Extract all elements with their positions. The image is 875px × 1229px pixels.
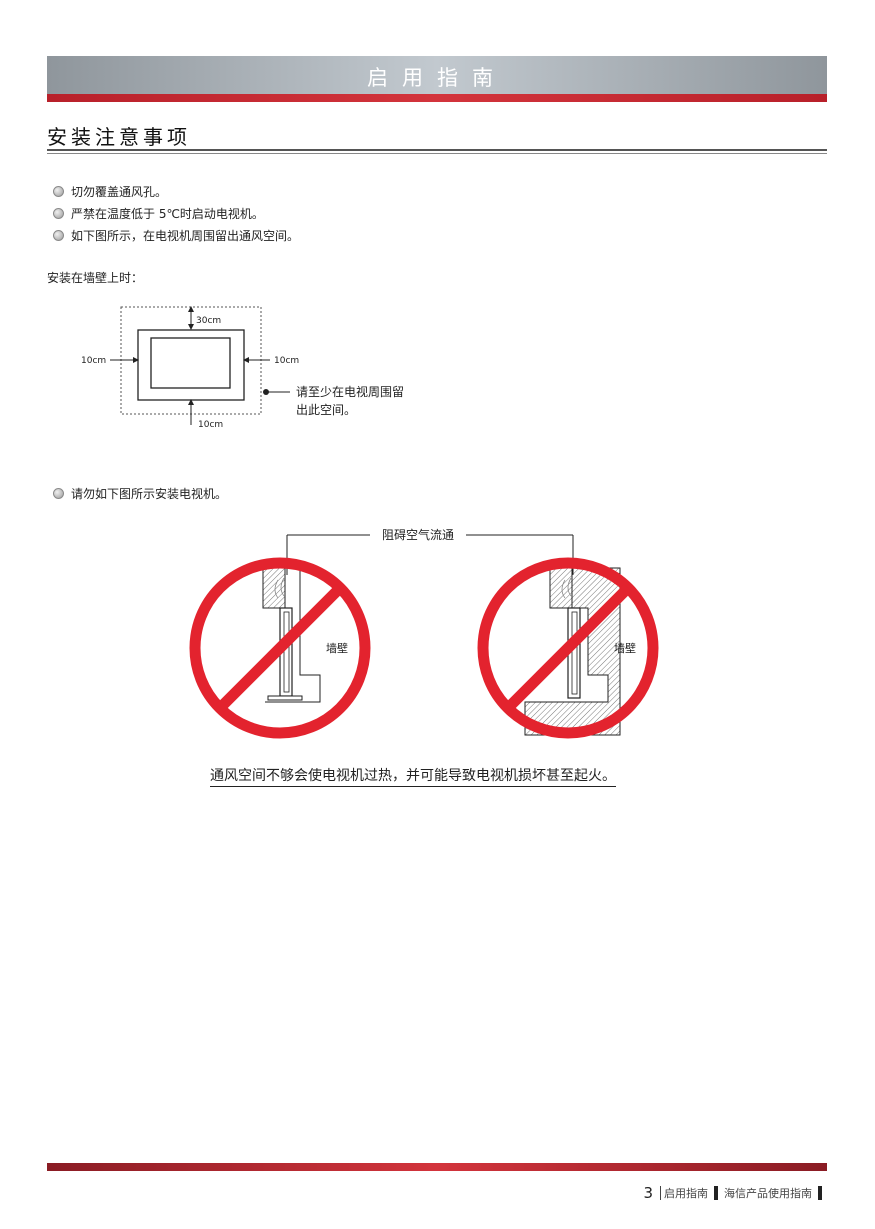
bullet-item: 如下图所示，在电视机周围留出通风空间。 (53, 227, 299, 244)
prohibited-installation-diagram: 阻碍空气流通 墙壁 墙壁 (189, 527, 659, 739)
bullet-text: 严禁在温度低于 5℃时启动电视机。 (71, 207, 264, 221)
wall-recess-right (524, 567, 621, 736)
section-rule-thin (47, 153, 827, 154)
wall-label-right: 墙壁 (614, 641, 636, 655)
bullet-item: 严禁在温度低于 5℃时启动电视机。 (53, 205, 264, 222)
bottom-arrow-head (188, 399, 194, 405)
section-title: 安装注意事项 (47, 125, 191, 149)
heat-icon-right (561, 577, 572, 599)
cabinet-left (265, 608, 321, 703)
bullet-text: 如下图所示，在电视机周围留出通风空间。 (71, 229, 300, 243)
bullet-icon (53, 186, 64, 197)
warning-bullet: 请勿如下图所示安装电视机。 (53, 485, 227, 502)
prohibition-circle-right (477, 557, 659, 739)
tv-stand-left (267, 695, 303, 701)
wall-mount-label: 安装在墙壁上时： (47, 271, 144, 285)
prohibition-slash-right (504, 584, 632, 712)
page-footer: 3 启用指南 海信产品使用指南 (643, 1184, 828, 1202)
footer-divider-bold (714, 1186, 718, 1200)
heat-icon-left (274, 577, 285, 599)
footer-book-title: 海信产品使用指南 (724, 1187, 812, 1200)
right-arrow-head (243, 357, 249, 363)
footer-divider (660, 1186, 661, 1200)
header-accent-stripe (47, 94, 827, 102)
tv-outer-frame (137, 329, 245, 401)
bullet-icon (53, 230, 64, 241)
section-rule (47, 149, 827, 151)
scenario-left: 墙壁 (189, 557, 371, 739)
tv-screen (150, 337, 231, 389)
footer-section: 启用指南 (664, 1187, 708, 1200)
clearance-note-line1: 请至少在电视周围留 (296, 384, 404, 399)
top-arrow-head (188, 324, 194, 330)
left-distance-label: 10cm (81, 356, 106, 366)
tv-screen-right (571, 611, 578, 695)
top-arrow-tail (188, 306, 194, 312)
top-distance-label: 30cm (196, 316, 221, 326)
footer-end-mark (818, 1186, 822, 1200)
tv-screen-left (283, 611, 290, 693)
airflow-blocked-label: 阻碍空气流通 (382, 527, 454, 542)
footer-accent-stripe (47, 1163, 827, 1171)
bullet-icon (53, 208, 64, 219)
clearance-diagram: 30cm 10cm 10cm 10cm 请至少在电视周围留 出此空间。 (81, 306, 404, 430)
header-bar: 启用指南 (47, 56, 827, 94)
shelf-left (262, 567, 286, 609)
page-number: 3 (643, 1184, 653, 1202)
clearance-note-line2: 出此空间。 (296, 403, 356, 417)
warning-text: 请勿如下图所示安装电视机。 (71, 487, 228, 501)
warning-caption: 通风空间不够会使电视机过热，并可能导致电视机损坏甚至起火。 (210, 765, 616, 787)
bullet-icon (53, 488, 64, 499)
bottom-distance-label: 10cm (198, 420, 223, 430)
left-arrow-head (133, 357, 139, 363)
prohibition-circle-left (189, 557, 371, 739)
right-distance-label: 10cm (274, 356, 299, 366)
shelf-right (549, 567, 573, 609)
header-title: 启用指南 (367, 66, 507, 90)
prohibition-slash-left (216, 584, 344, 712)
bullet-text: 切勿覆盖通风孔。 (71, 185, 168, 199)
scenario-right: 墙壁 (477, 557, 659, 739)
wall-label-left: 墙壁 (326, 641, 348, 655)
bullet-item: 切勿覆盖通风孔。 (53, 183, 167, 200)
